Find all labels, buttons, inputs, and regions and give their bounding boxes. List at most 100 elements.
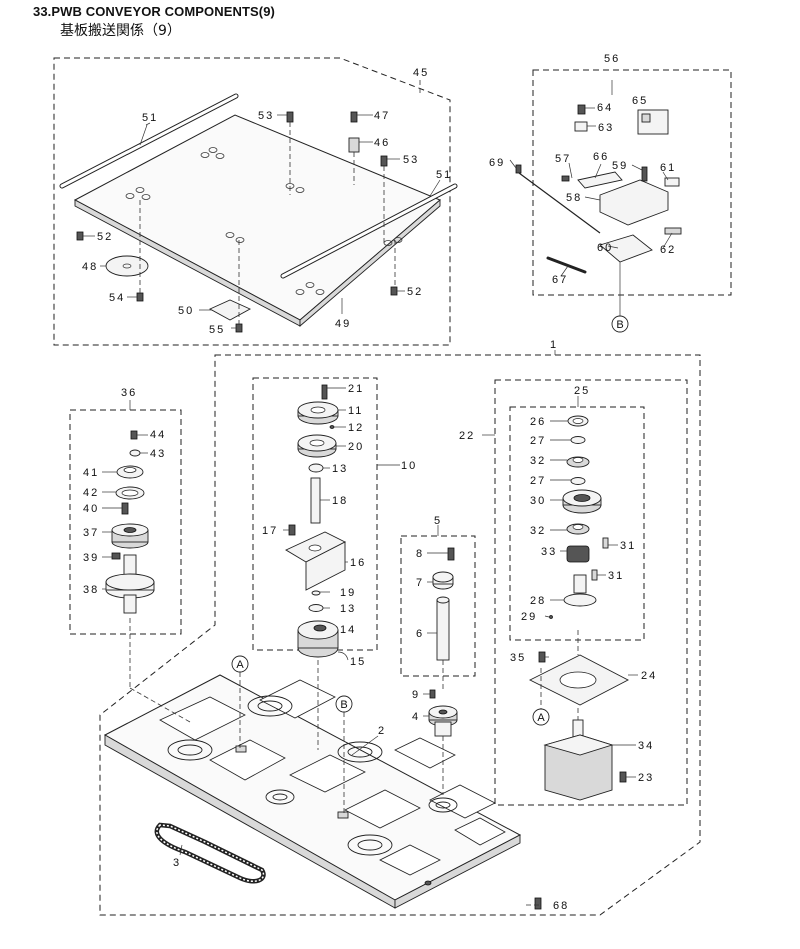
bolt-68 bbox=[534, 897, 542, 910]
group-box-1 bbox=[99, 354, 701, 916]
callout-22: 22 bbox=[459, 430, 475, 442]
page-title: 33.PWB CONVEYOR COMPONENTS(9) bbox=[33, 4, 275, 19]
leader-2 bbox=[351, 735, 379, 756]
callout-42: 42 bbox=[83, 487, 99, 499]
group-box-5 bbox=[400, 535, 476, 677]
callout-44: 44 bbox=[150, 429, 166, 441]
callout-23: 23 bbox=[638, 772, 654, 784]
callout-65: 65 bbox=[632, 95, 648, 107]
plate-holes bbox=[125, 147, 403, 295]
callout-52a: 52 bbox=[97, 231, 113, 243]
callout-57: 57 bbox=[555, 153, 571, 165]
callout-1: 1 bbox=[550, 339, 558, 351]
callout-38: 38 bbox=[83, 584, 99, 596]
leaders-56 bbox=[509, 80, 673, 277]
callout-48: 48 bbox=[82, 261, 98, 273]
callout-25: 25 bbox=[574, 385, 590, 397]
group-box-25 bbox=[509, 406, 645, 641]
leader-3 bbox=[179, 844, 183, 856]
group-box-56 bbox=[532, 69, 732, 296]
callout-27a: 27 bbox=[530, 435, 546, 447]
callout-30: 30 bbox=[530, 495, 546, 507]
callout-17: 17 bbox=[262, 525, 278, 537]
marker-a-2-label: A bbox=[537, 712, 545, 724]
callout-59: 59 bbox=[612, 160, 628, 172]
sensor-bracket-assembly bbox=[515, 104, 682, 274]
marker-a-1-label: A bbox=[236, 659, 244, 671]
motor-bracket-16-front bbox=[305, 541, 346, 591]
callout-39: 39 bbox=[83, 552, 99, 564]
callout-26: 26 bbox=[530, 416, 546, 428]
marker-a-1: A bbox=[231, 655, 249, 673]
callout-11: 11 bbox=[348, 405, 363, 417]
callout-64: 64 bbox=[597, 102, 613, 114]
callout-5: 5 bbox=[434, 515, 442, 527]
callout-21: 21 bbox=[348, 383, 364, 395]
timing-belt-3 bbox=[154, 822, 266, 884]
callout-35: 35 bbox=[510, 652, 526, 664]
leaders-22 bbox=[482, 396, 638, 778]
callout-34: 34 bbox=[638, 740, 654, 752]
callout-61: 61 bbox=[660, 162, 676, 174]
callout-50: 50 bbox=[178, 305, 194, 317]
callout-51b: 51 bbox=[436, 169, 452, 181]
plate-bolts bbox=[76, 111, 398, 333]
callout-33: 33 bbox=[541, 546, 557, 558]
bracket-plate-50 bbox=[208, 299, 252, 321]
callout-20: 20 bbox=[348, 441, 364, 453]
callout-51a: 51 bbox=[142, 112, 158, 124]
main-frame-edge-side bbox=[394, 834, 521, 909]
callout-46: 46 bbox=[374, 137, 390, 149]
callout-labels: 45 51 51 53 53 47 46 52 52 48 54 50 55 4… bbox=[82, 53, 676, 912]
callout-27b: 27 bbox=[530, 475, 546, 487]
slide-block-58 bbox=[599, 179, 669, 226]
assembly-connectors bbox=[129, 618, 579, 906]
callout-55: 55 bbox=[209, 324, 225, 336]
callout-28: 28 bbox=[530, 595, 546, 607]
callout-24: 24 bbox=[641, 670, 657, 682]
shaft-right-highlight bbox=[281, 184, 457, 278]
callout-36: 36 bbox=[121, 387, 137, 399]
callout-66: 66 bbox=[593, 151, 609, 163]
callout-68: 68 bbox=[553, 900, 569, 912]
callout-53a: 53 bbox=[258, 110, 274, 122]
callout-40: 40 bbox=[83, 503, 99, 515]
callout-8: 8 bbox=[416, 548, 424, 560]
callout-14: 14 bbox=[340, 624, 356, 636]
callout-18: 18 bbox=[332, 495, 348, 507]
callout-45: 45 bbox=[413, 67, 429, 79]
leaders-10 bbox=[283, 387, 400, 609]
page-subtitle: 基板搬送関係（9） bbox=[60, 23, 181, 39]
callout-47: 47 bbox=[374, 110, 390, 122]
callout-29: 29 bbox=[521, 611, 537, 623]
callout-54: 54 bbox=[109, 292, 125, 304]
callout-43: 43 bbox=[150, 448, 166, 460]
callout-62: 62 bbox=[660, 244, 676, 256]
main-frame-bearing-rings bbox=[167, 695, 458, 856]
motor-assembly-22 bbox=[528, 415, 629, 801]
frame-bracket-a bbox=[235, 745, 247, 753]
marker-b-1: B bbox=[335, 695, 353, 713]
group-box-36 bbox=[69, 409, 182, 635]
leaders-45-dashed bbox=[139, 80, 421, 324]
leaders-5 bbox=[423, 525, 448, 717]
pulley-assembly-36 bbox=[105, 430, 155, 614]
callout-12: 12 bbox=[348, 422, 364, 434]
callout-60: 60 bbox=[597, 242, 613, 254]
base-plate-edge-side bbox=[299, 199, 441, 327]
marker-b-2-label: B bbox=[616, 319, 623, 331]
plate-60 bbox=[599, 234, 653, 263]
callout-6: 6 bbox=[416, 628, 424, 640]
callout-3: 3 bbox=[173, 857, 181, 869]
callout-31b: 31 bbox=[608, 570, 624, 582]
callout-32a: 32 bbox=[530, 455, 546, 467]
shaft-assembly-5 bbox=[428, 547, 458, 737]
marker-a-2: A bbox=[532, 708, 550, 726]
callout-2: 2 bbox=[378, 725, 386, 737]
callout-63: 63 bbox=[598, 122, 614, 134]
callout-16: 16 bbox=[350, 557, 366, 569]
group-box-22 bbox=[494, 379, 688, 806]
frame-bolt-hole bbox=[424, 880, 432, 886]
frame-bracket-b bbox=[337, 811, 349, 819]
